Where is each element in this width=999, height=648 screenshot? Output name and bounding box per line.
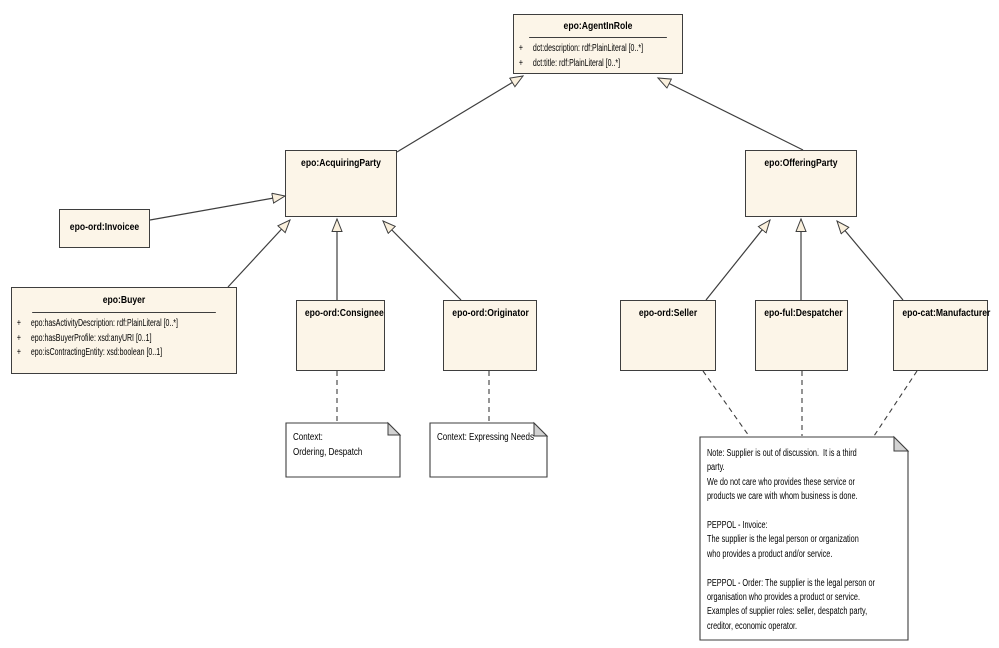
class-epo-buyer[interactable]: epo:Buyer +epo:hasActivityDescription: r… xyxy=(11,287,237,374)
class-attribute: +dct:title: rdf:PlainLiteral [0..*] xyxy=(518,57,621,69)
class-epo-ful-despatcher[interactable]: epo-ful:Despatcher xyxy=(755,300,848,371)
class-epo-offeringparty[interactable]: epo:OfferingParty xyxy=(745,150,857,217)
class-title: epo-ord:Seller xyxy=(638,307,698,319)
class-epo-cat-manufacturer[interactable]: epo-cat:Manufacturer xyxy=(893,300,991,371)
generalization-offeringparty-agentinrole[interactable] xyxy=(658,78,804,151)
generalization-buyer-acquiringparty[interactable] xyxy=(227,220,290,288)
class-attribute: +epo:hasActivityDescription: rdf:PlainLi… xyxy=(16,318,178,329)
class-attributes: +epo:hasActivityDescription: rdf:PlainLi… xyxy=(12,313,236,361)
generalization-invoicee-acquiringparty[interactable] xyxy=(149,196,285,221)
class-epo-ord-seller[interactable]: epo-ord:Seller xyxy=(620,300,716,371)
class-epo-agentinrole[interactable]: epo:AgentInRole +dct:description: rdf:Pl… xyxy=(513,14,683,74)
class-title: epo:OfferingParty xyxy=(764,157,838,169)
class-attribute: +epo:hasBuyerProfile: xsd:anyURI [0..1] xyxy=(16,332,152,344)
class-attributes: +dct:description: rdf:PlainLiteral [0..*… xyxy=(514,38,682,71)
generalization-seller-offeringparty[interactable] xyxy=(705,220,770,301)
notelink-manufacturer-supplier-note[interactable] xyxy=(873,370,918,437)
class-attribute: +dct:description: rdf:PlainLiteral [0..*… xyxy=(518,43,644,54)
class-epo-ord-consignee[interactable]: epo-ord:Consignee xyxy=(296,300,385,371)
generalization-acquiringparty-agentinrole[interactable] xyxy=(396,76,523,153)
note-expressing-text: Context: Expressing Needs xyxy=(437,432,534,443)
class-epo-ord-originator[interactable]: epo-ord:Originator xyxy=(443,300,537,371)
generalization-originator-acquiringparty[interactable] xyxy=(383,221,462,301)
generalization-manufacturer-offeringparty[interactable] xyxy=(837,221,904,301)
class-title: epo-ful:Despatcher xyxy=(764,307,843,319)
class-title: epo-ord:Originator xyxy=(452,307,529,319)
class-title: epo-cat:Manufacturer xyxy=(902,307,991,319)
class-epo-ord-invoicee[interactable]: epo-ord:Invoicee xyxy=(59,209,150,248)
note-supplier-text: Note: Supplier is out of discussion. It … xyxy=(707,448,875,632)
class-attribute: +epo:isContractingEntity: xsd:boolean [0… xyxy=(16,347,163,358)
note-ordering-text: Context: Ordering, Despatch xyxy=(293,432,363,458)
notelink-seller-supplier-note[interactable] xyxy=(702,370,750,437)
class-title: epo-ord:Consignee xyxy=(304,307,384,319)
class-title: epo:AgentInRole xyxy=(529,15,667,38)
class-title: epo:AcquiringParty xyxy=(301,157,381,169)
class-epo-acquiringparty[interactable]: epo:AcquiringParty xyxy=(285,150,397,217)
class-title: epo:Buyer xyxy=(32,288,216,313)
class-title: epo-ord:Invoicee xyxy=(69,221,140,233)
